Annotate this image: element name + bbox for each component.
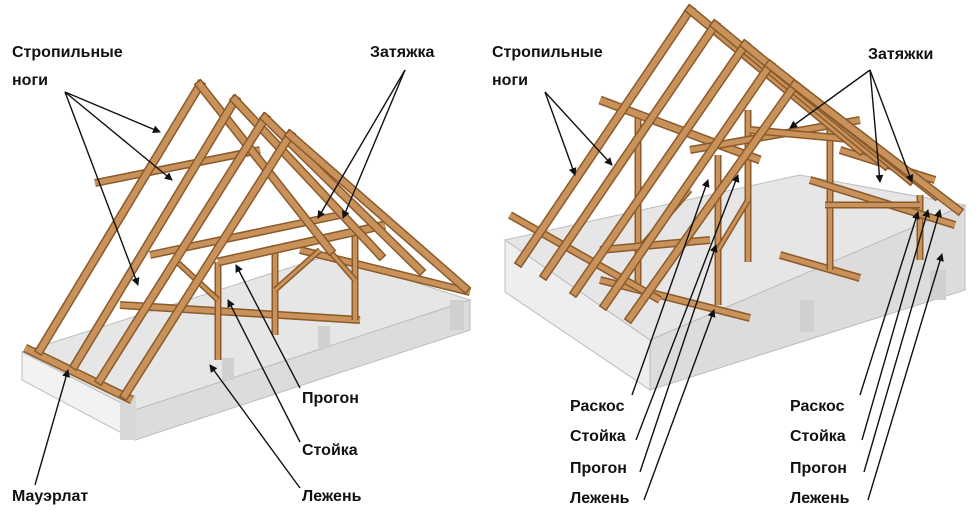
label-left-wall-plate: Мауэрлат bbox=[12, 488, 89, 505]
label-left-purlin: Прогон bbox=[302, 390, 359, 407]
left-slab-support bbox=[318, 326, 330, 348]
leader-right-rafters-1 bbox=[544, 91, 577, 176]
leader-lines bbox=[34, 69, 944, 501]
leader-left-rafters-3 bbox=[64, 91, 140, 286]
label-left-tie: Затяжка bbox=[370, 44, 435, 61]
label-right-brace-left: Раскос bbox=[570, 398, 625, 415]
leader-left-tie-2 bbox=[342, 69, 406, 219]
left-rafter-1-face bbox=[35, 80, 205, 355]
label-right-ties: Затяжки bbox=[868, 46, 934, 63]
left-wall-block bbox=[120, 395, 136, 440]
left-rafter-3-face bbox=[95, 113, 270, 385]
left-rafters bbox=[33, 78, 472, 402]
label-left-sill: Лежень bbox=[302, 488, 362, 505]
leader-lezhen-right bbox=[867, 253, 944, 501]
leader-progon-left bbox=[639, 244, 718, 473]
right-rafter-4-face bbox=[600, 60, 775, 310]
leader-left-purlin bbox=[235, 264, 301, 389]
leader-raskos-right bbox=[859, 211, 920, 396]
leader-stoika-left bbox=[635, 174, 740, 441]
left-rafter-back-3-face bbox=[260, 113, 425, 275]
leader-left-wallplate bbox=[34, 369, 70, 486]
left-rafter-back-4-face bbox=[285, 130, 470, 293]
left-rafter-4-face bbox=[120, 130, 295, 400]
left-structure bbox=[20, 78, 472, 441]
leader-right-rafters-2 bbox=[544, 91, 613, 166]
label-right-purlin-right: Прогон bbox=[790, 460, 847, 477]
leader-raskos-left bbox=[631, 179, 710, 396]
left-slab-support bbox=[222, 358, 234, 380]
right-slab-side bbox=[649, 204, 966, 391]
right-slab-support bbox=[800, 300, 814, 332]
left-slab-support bbox=[450, 300, 464, 330]
label-right-brace-right: Раскос bbox=[790, 398, 845, 415]
label-right-post-left: Стойка bbox=[570, 428, 626, 445]
leader-progon-right bbox=[863, 209, 942, 473]
label-right-sill-left: Лежень bbox=[570, 490, 630, 507]
left-rafter-2-face bbox=[70, 95, 240, 370]
label-right-rafters-line1: Стропильные bbox=[492, 44, 603, 61]
right-rafter-2-face bbox=[540, 20, 720, 280]
label-right-rafters-line2: ноги bbox=[492, 72, 528, 89]
label-left-post: Стойка bbox=[302, 442, 358, 459]
right-slab-support bbox=[930, 270, 946, 300]
leader-left-rafters-1 bbox=[64, 91, 161, 133]
leader-left-post bbox=[227, 299, 301, 443]
leader-left-tie-1 bbox=[317, 69, 406, 219]
label-left-rafters-line2: ноги bbox=[12, 72, 48, 89]
label-right-sill-right: Лежень bbox=[790, 490, 850, 507]
leader-right-ties-3 bbox=[869, 69, 914, 183]
leader-right-ties-2 bbox=[869, 69, 884, 183]
leader-left-rafters-2 bbox=[64, 91, 173, 181]
right-rafter-3-face bbox=[570, 40, 750, 297]
label-right-post-right: Стойка bbox=[790, 428, 846, 445]
label-right-purlin-left: Прогон bbox=[570, 460, 627, 477]
right-structure bbox=[503, 3, 967, 391]
label-left-rafters-line1: Стропильные bbox=[12, 44, 123, 61]
leader-lezhen-left bbox=[643, 309, 716, 501]
leader-left-sill bbox=[209, 364, 301, 489]
leader-stoika-right bbox=[861, 209, 930, 441]
right-rafter-1-face bbox=[515, 5, 695, 267]
right-rafters bbox=[513, 3, 965, 325]
leader-right-ties-1 bbox=[789, 69, 871, 129]
right-rafter-5-face bbox=[625, 80, 800, 323]
